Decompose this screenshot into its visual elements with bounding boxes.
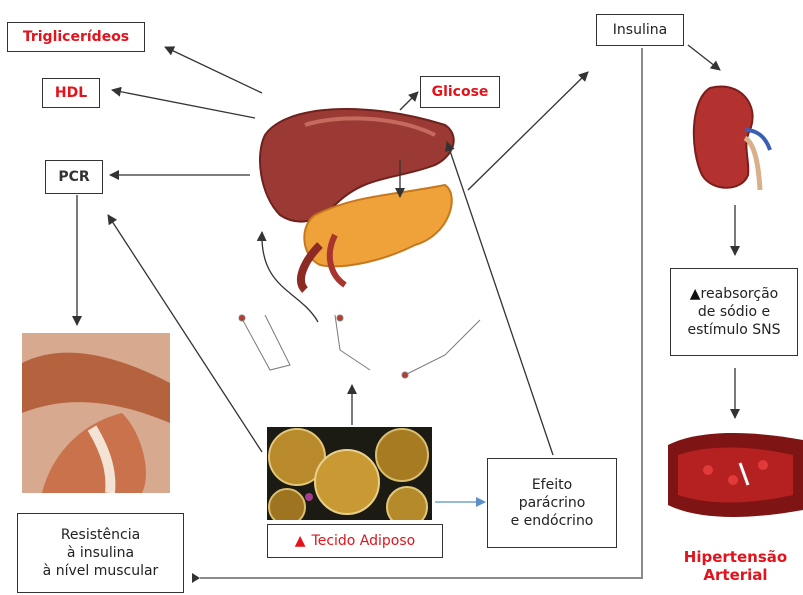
arrow-liver-hdl (112, 90, 255, 118)
arrow-efeito-glicose (447, 142, 553, 455)
up-arrow-icon: ▲ (690, 286, 701, 302)
arrow-insulina-kidney (688, 45, 720, 70)
reabsorcao-label: ▲reabsorção de sódio e estímulo SNS (670, 268, 798, 356)
reabsorcao-line3: estímulo SNS (688, 321, 781, 339)
glicose-text: Glicose (432, 83, 489, 101)
resistencia-line1: Resistência (61, 526, 140, 544)
hipertensao-line2: Arterial (703, 566, 767, 584)
arrow-liver-triglicerideos (165, 47, 262, 93)
arrow-fat-pcr (108, 215, 262, 452)
up-arrow-icon: ▲ (295, 532, 306, 550)
tecido-adiposo-label: ▲ Tecido Adiposo (267, 524, 443, 558)
efeito-line1: Efeito (532, 476, 572, 494)
efeito-label: Efeito parácrino e endócrino (487, 458, 617, 548)
hipertensao-label: Hipertensão Arterial (668, 540, 803, 592)
hipertensao-line1: Hipertensão (684, 548, 787, 566)
tecido-adiposo-text: Tecido Adiposo (312, 532, 416, 550)
reabsorcao-line1: ▲reabsorção (690, 285, 778, 303)
pcr-label: PCR (45, 160, 103, 194)
insulina-text: Insulina (613, 21, 667, 39)
reabsorcao-line2: de sódio e (698, 303, 770, 321)
arrow-molecules-liver (262, 232, 318, 322)
insulina-label: Insulina (596, 14, 684, 46)
hdl-text: HDL (55, 84, 87, 102)
resistencia-label: Resistência à insulina à nível muscular (17, 513, 184, 593)
efeito-line3: e endócrino (511, 512, 594, 530)
efeito-line2: parácrino (519, 494, 586, 512)
hdl-label: HDL (42, 78, 100, 108)
pcr-text: PCR (58, 168, 89, 186)
resistencia-line2: à insulina (67, 544, 134, 562)
glicose-label: Glicose (420, 76, 500, 108)
triglicerideos-text: Triglicerídeos (23, 28, 129, 46)
triglicerideos-label: Triglicerídeos (7, 22, 145, 52)
resistencia-line3: à nível muscular (43, 562, 159, 580)
arrow-liver-glicose (400, 92, 418, 110)
